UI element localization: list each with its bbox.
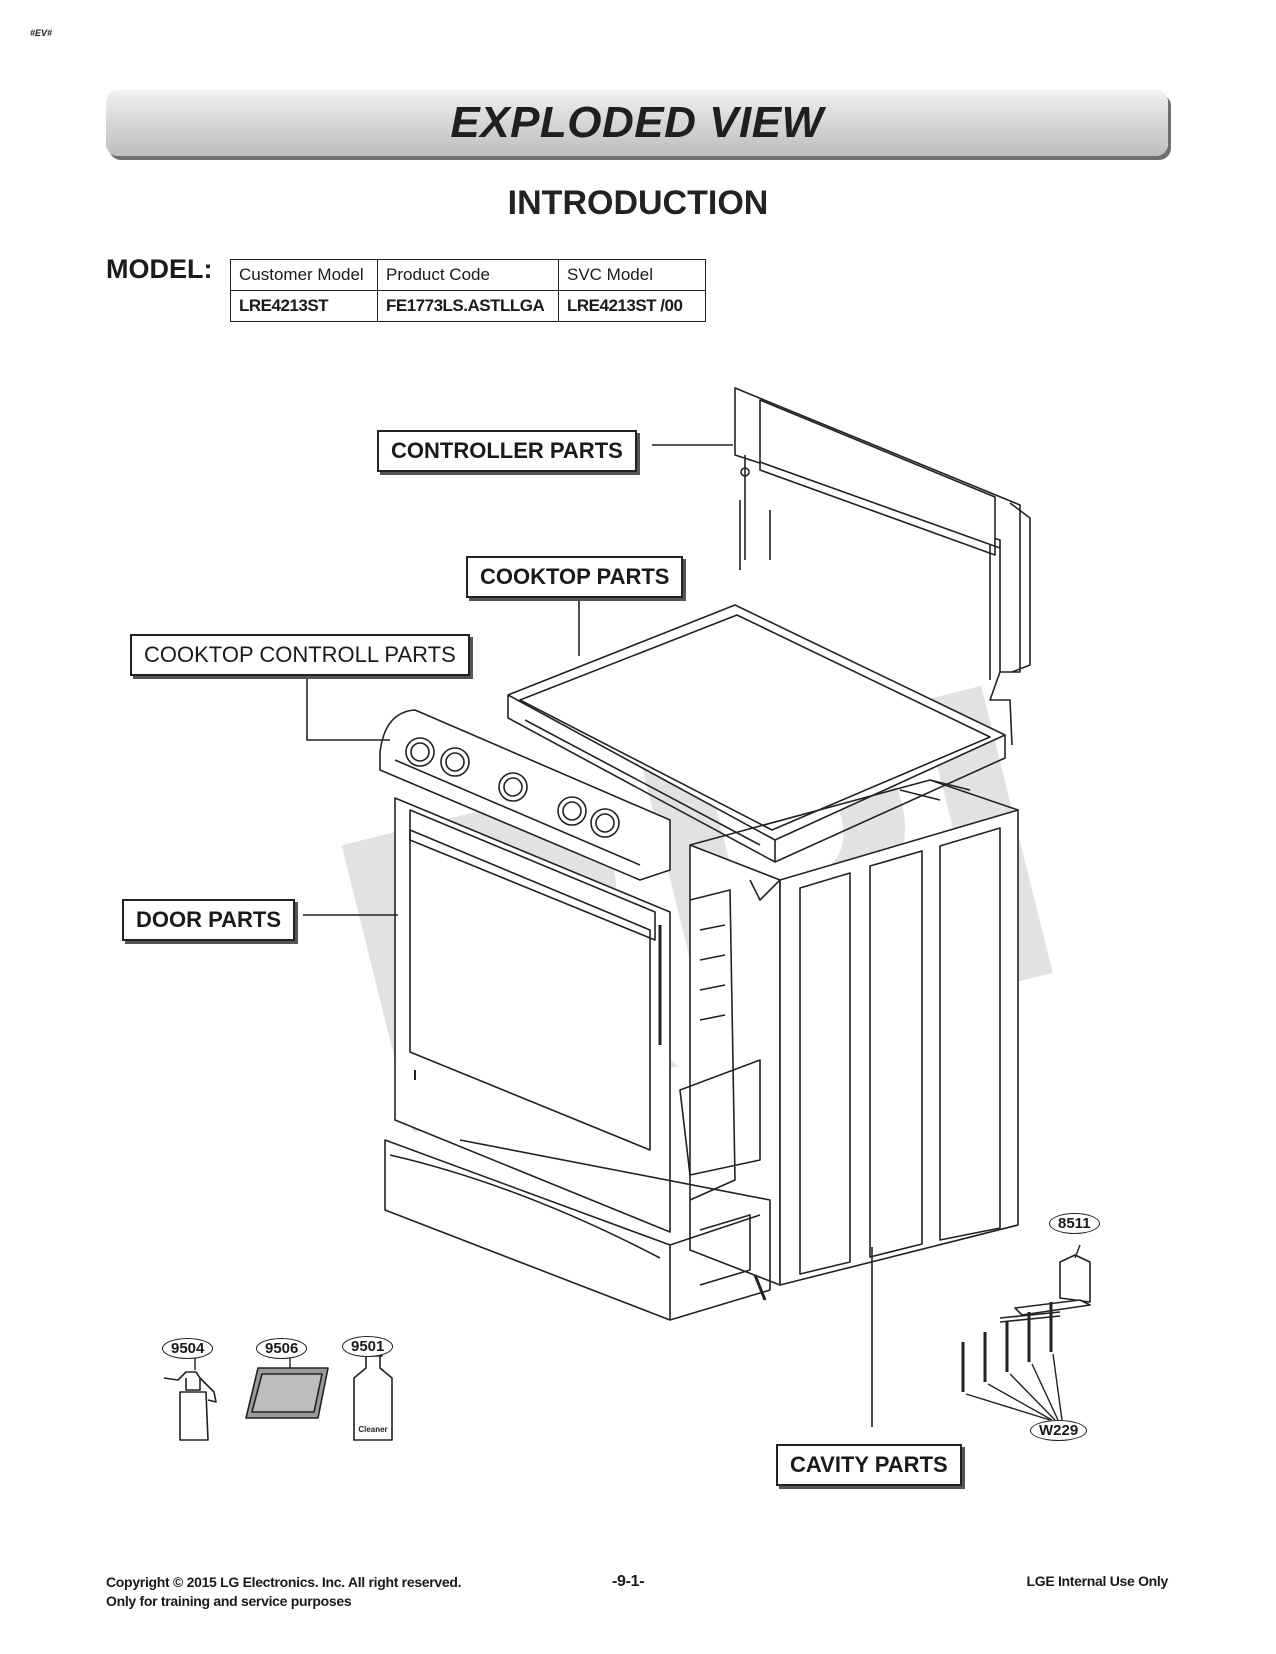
part-number-8511: 8511 xyxy=(1049,1213,1100,1234)
callout-cavity-parts: CAVITY PARTS xyxy=(776,1444,962,1486)
cleaner-bottle-label: Cleaner xyxy=(358,1425,387,1434)
value-svc-model: LRE4213ST /00 xyxy=(558,290,706,322)
footer-copyright-block: Copyright © 2015 LG Electronics. Inc. Al… xyxy=(106,1573,462,1611)
callout-cooktop-parts: COOKTOP PARTS xyxy=(466,556,684,598)
part-number-w229: W229 xyxy=(1030,1420,1088,1441)
oven-door xyxy=(394,797,671,1233)
model-label: MODEL: xyxy=(106,254,213,284)
value-customer-model: LRE4213ST xyxy=(230,290,378,322)
document-tag: #EV# xyxy=(30,28,53,38)
screws-leaders xyxy=(194,1244,1081,1421)
cooktop-control-panel xyxy=(379,709,671,881)
cooktop-glass xyxy=(507,604,1006,863)
header-product-code: Product Code xyxy=(377,259,559,291)
callout-door-parts: DOOR PARTS xyxy=(122,899,296,941)
model-table: Customer Model Product Code SVC Model LR… xyxy=(230,259,706,322)
footer-copyright: Copyright © 2015 LG Electronics. Inc. Al… xyxy=(106,1574,462,1590)
anti-tip-bracket-icon xyxy=(999,1254,1091,1323)
part-number-9501: 9501 xyxy=(342,1336,394,1357)
footer-internal-use: LGE Internal Use Only xyxy=(1026,1573,1168,1589)
header-svc-model: SVC Model xyxy=(558,259,706,291)
page-title: EXPLODED VIEW xyxy=(450,98,824,147)
warming-drawer xyxy=(384,1139,771,1321)
header-customer-model: Customer Model xyxy=(230,259,378,291)
screws-icon xyxy=(961,1302,1053,1392)
section-title: INTRODUCTION xyxy=(507,184,769,222)
model-header-row: Customer Model Product Code SVC Model xyxy=(230,259,706,291)
footer-training-note: Only for training and service purposes xyxy=(106,1593,352,1609)
sprayer-bottle-icon xyxy=(163,1371,217,1441)
part-number-9506: 9506 xyxy=(256,1338,308,1359)
model-value-row: LRE4213ST FE1773LS.ASTLLGA LRE4213ST /00 xyxy=(230,290,706,322)
title-banner: EXPLODED VIEW xyxy=(106,90,1168,156)
callout-controller-parts: CONTROLLER PARTS xyxy=(377,430,637,472)
callout-cooktop-control-parts: COOKTOP CONTROLL PARTS xyxy=(130,634,470,676)
value-product-code: FE1773LS.ASTLLGA xyxy=(377,290,559,322)
cavity-body xyxy=(679,779,1019,1286)
controller-panel xyxy=(734,387,1031,746)
page-number: -9-1- xyxy=(612,1573,645,1590)
callout-leaders xyxy=(303,444,873,1427)
scrub-pad-icon xyxy=(245,1367,329,1419)
part-number-9504: 9504 xyxy=(162,1338,214,1359)
